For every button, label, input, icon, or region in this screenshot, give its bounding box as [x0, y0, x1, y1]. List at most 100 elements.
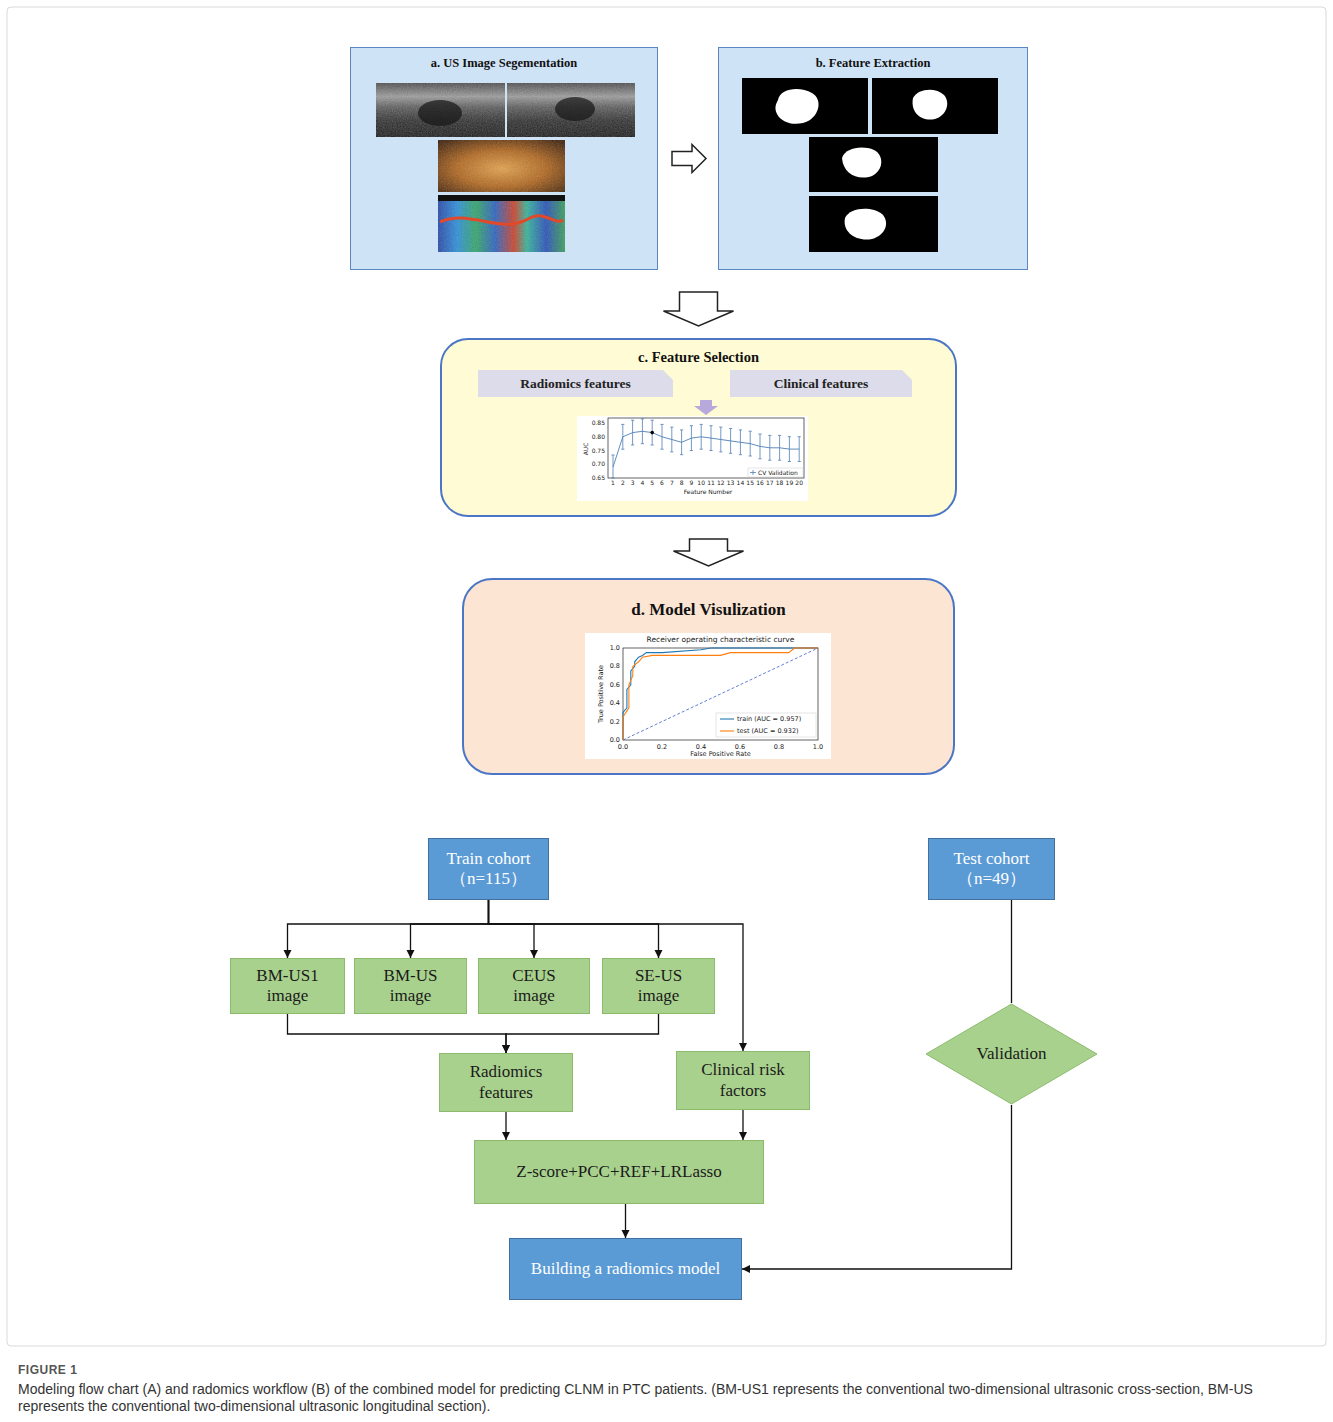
connector-line [742, 1110, 743, 1140]
arrow-head [502, 1045, 510, 1053]
connector-line [489, 900, 659, 958]
axis-label: 16 [756, 480, 764, 486]
model-box: Building a radiomics model [509, 1238, 742, 1300]
axis-label: 0.4 [696, 744, 706, 751]
segmentation-masks [842, 148, 881, 178]
arrow-head [742, 1265, 750, 1273]
legend-text: CV Validation [758, 470, 798, 476]
roc-chart [623, 648, 818, 740]
ultrasound-images [438, 195, 565, 252]
connector [672, 145, 706, 173]
connector [502, 1112, 510, 1140]
node-label: Clinical features [774, 376, 869, 392]
image-box: BM-US image [354, 958, 467, 1014]
segmentation-masks [872, 78, 998, 134]
connector [502, 1014, 659, 1053]
axis-label: 0.75 [592, 448, 605, 454]
decision-diamond: Validation [925, 1003, 1098, 1105]
cohort-box: Test cohort （n=49） [928, 838, 1055, 900]
arrow-head [502, 1045, 510, 1053]
method-box: Z-score+PCC+REF+LRLasso [474, 1140, 764, 1204]
node-label: Clinical risk factors [689, 1060, 797, 1101]
node-label: SE-US image [615, 966, 702, 1007]
axis-label: 1 [611, 480, 615, 486]
axis-label: 1.0 [610, 645, 620, 652]
axis-label: 3 [631, 480, 635, 486]
segmentation-masks [809, 196, 938, 252]
feature-box: Radiomics features [439, 1053, 573, 1112]
axis-label: 19 [786, 480, 794, 486]
feature-tab: Radiomics features [478, 370, 673, 397]
ultrasound-images [418, 100, 462, 126]
connector [739, 1110, 747, 1140]
connector-line [742, 1105, 1012, 1269]
axis-label: 0.70 [592, 461, 605, 467]
node-label: c. Feature Selection [442, 349, 955, 366]
roc-chart [623, 648, 818, 740]
connector-line [411, 900, 489, 958]
node-label: d. Model Visulization [464, 600, 953, 620]
axis-label: 8 [680, 480, 684, 486]
figure-title: FIGURE 1 [18, 1363, 77, 1377]
arrow-head [622, 1230, 630, 1238]
arrow-head [530, 950, 538, 958]
ultrasound-images [507, 83, 635, 137]
image-box: CEUS image [478, 958, 590, 1014]
block-arrow [672, 145, 706, 173]
feature-selection-chart [611, 419, 800, 478]
connector [489, 900, 663, 958]
segmentation-panel: a. US Image Segementation [350, 47, 658, 270]
ultrasound-images [350, 47, 658, 270]
connector-line [288, 1014, 507, 1053]
arrow-head [739, 1132, 747, 1140]
axis-label: 13 [727, 480, 735, 486]
axis-label: 14 [737, 480, 745, 486]
arrow-head [284, 950, 292, 958]
roc-chart [585, 633, 831, 759]
node-label: b. Feature Extraction [719, 56, 1027, 71]
connector-line [489, 900, 744, 1051]
feature-box: Clinical risk factors [676, 1051, 810, 1110]
axis-label: 0.2 [657, 744, 667, 751]
node-label: Train cohort （n=115） [437, 849, 540, 890]
axis-label: 18 [776, 480, 784, 486]
ultrasound-images [438, 140, 565, 192]
ultrasound-images [376, 83, 505, 137]
ultrasound-images [438, 195, 565, 201]
feature-selection-chart [748, 468, 803, 477]
connector [288, 1014, 511, 1053]
axis-label: 0.6 [735, 744, 745, 751]
figure-frame [7, 7, 1326, 1346]
segmentation-masks [809, 137, 938, 192]
connector [489, 900, 539, 958]
axis-label: 0.0 [610, 737, 620, 744]
axis-label: 0.8 [774, 744, 784, 751]
segmentation-masks [913, 90, 948, 120]
roc-chart [623, 648, 818, 740]
axis-label: 0.6 [610, 682, 620, 689]
roc-chart [720, 718, 734, 719]
axis-label: 0.0 [618, 744, 628, 751]
connector-line [288, 900, 489, 958]
extraction-panel: b. Feature Extraction [718, 47, 1028, 270]
connector-line [505, 1112, 506, 1140]
segmentation-masks [845, 209, 886, 240]
axis-label: 20 [795, 480, 803, 486]
block-arrow [664, 292, 734, 326]
feature-selection-chart [577, 416, 808, 501]
axis-label: Feature Number [684, 489, 733, 495]
axis-label: False Positive Rate [690, 751, 750, 758]
arrow-head [739, 1043, 747, 1051]
ultrasound-images [555, 97, 595, 121]
diamond-outline [926, 1004, 1097, 1104]
ultrasound-images [438, 195, 565, 252]
connector-line [489, 900, 535, 958]
axis-label: 2 [621, 480, 625, 486]
axis-label: 1.0 [813, 744, 823, 751]
feature-selection-chart [750, 470, 756, 475]
axis-label: 0.80 [592, 434, 605, 440]
axis-label: AUC [583, 443, 589, 456]
node-label: BM-US1 image [243, 966, 332, 1007]
arrow-head [407, 950, 415, 958]
axis-label: 0.85 [592, 420, 605, 426]
